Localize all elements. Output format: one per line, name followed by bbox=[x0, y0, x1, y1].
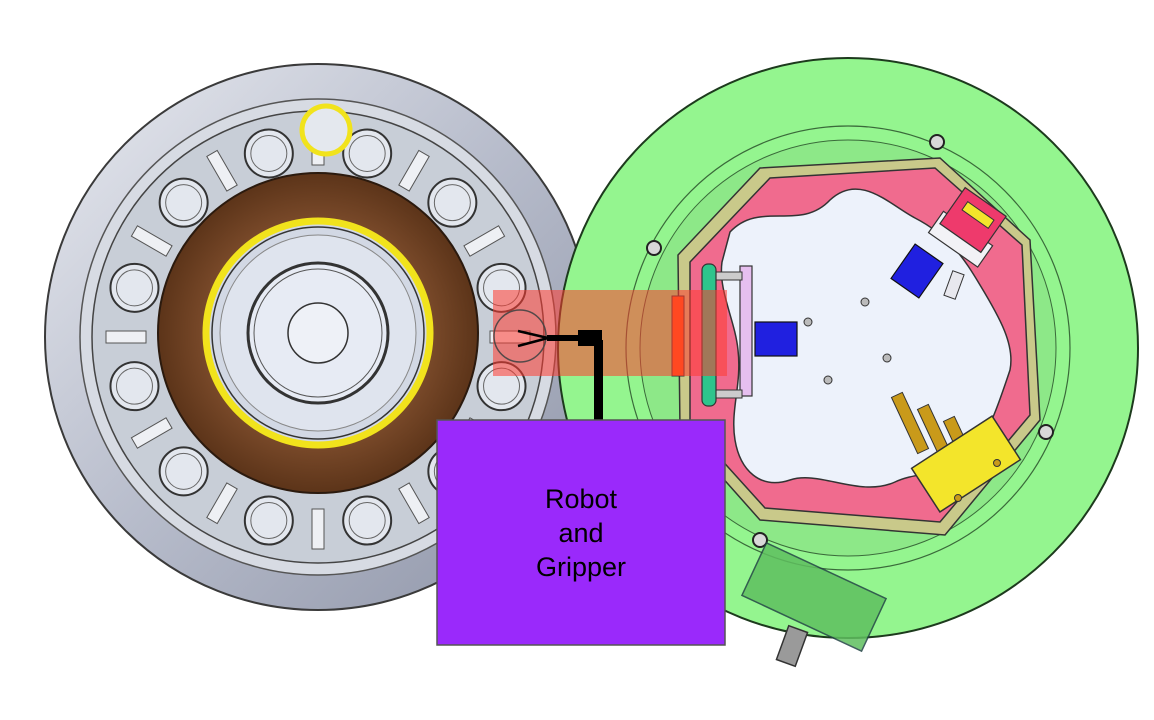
gripper-blue-block bbox=[754, 321, 798, 357]
ring-hole-inner bbox=[250, 502, 288, 540]
ring-slot bbox=[105, 330, 147, 344]
ring-hole bbox=[243, 495, 294, 546]
robot-gripper-tool bbox=[517, 329, 603, 438]
ring-hole-inner bbox=[348, 502, 386, 540]
pin bbox=[803, 317, 813, 327]
gripper-lilac-plate bbox=[739, 265, 753, 397]
ring-slot bbox=[206, 149, 238, 192]
pin bbox=[860, 297, 870, 307]
gripper-spring bbox=[713, 389, 743, 399]
ring-hole-inner bbox=[115, 367, 153, 405]
ring-hole-inner bbox=[165, 452, 203, 490]
ring-hole-inner bbox=[115, 269, 153, 307]
motor-shaft bbox=[775, 624, 809, 668]
robot-box bbox=[436, 419, 726, 646]
ring-hole-inner bbox=[433, 184, 471, 222]
top-station-yellow bbox=[961, 201, 995, 229]
bottom-station-yellow-block bbox=[910, 415, 1022, 513]
left-hub-center bbox=[287, 302, 349, 364]
screw bbox=[752, 532, 768, 548]
top-station-post bbox=[943, 270, 965, 300]
right-motor bbox=[740, 541, 888, 668]
ring-slot bbox=[130, 225, 173, 257]
ring-hole-inner bbox=[165, 184, 203, 222]
screw bbox=[1038, 424, 1054, 440]
ring-slot bbox=[311, 508, 325, 550]
right-pins bbox=[803, 297, 892, 385]
ring-hole bbox=[342, 495, 393, 546]
ring-hole bbox=[342, 128, 393, 179]
pin bbox=[882, 353, 892, 363]
ring-hole-inner bbox=[250, 134, 288, 172]
gripper-shaft bbox=[547, 335, 581, 341]
bottom-station-hole bbox=[954, 494, 962, 502]
ring-hole bbox=[109, 361, 160, 412]
pickup-hole bbox=[493, 309, 547, 363]
pin bbox=[823, 375, 833, 385]
ring-hole bbox=[158, 446, 209, 497]
right-top-station bbox=[890, 186, 1007, 300]
ring-slot bbox=[130, 417, 173, 449]
robot-arm bbox=[594, 340, 603, 438]
bottom-station-hole bbox=[993, 459, 1001, 467]
left-yellow-ring-edge bbox=[211, 226, 425, 440]
ring-slot bbox=[398, 149, 430, 192]
ring-hole bbox=[427, 177, 478, 228]
ring-hole-inner bbox=[348, 134, 386, 172]
right-bottom-station bbox=[890, 391, 1022, 513]
ring-hole bbox=[109, 262, 160, 313]
left-top-yellow-hole bbox=[299, 103, 353, 157]
top-station-pink bbox=[939, 186, 1007, 254]
top-station-blue-block bbox=[890, 243, 944, 299]
ring-slot bbox=[398, 482, 430, 525]
motor-body bbox=[740, 541, 888, 653]
gripper-spring bbox=[713, 271, 743, 281]
ring-slot bbox=[206, 482, 238, 525]
screw bbox=[929, 134, 945, 150]
bottom-station-pin bbox=[890, 391, 930, 455]
screw bbox=[646, 240, 662, 256]
ring-hole bbox=[243, 128, 294, 179]
right-screws bbox=[646, 134, 1054, 548]
left-hub-ring-inner bbox=[253, 268, 383, 398]
ring-slot bbox=[463, 225, 506, 257]
ring-hole bbox=[158, 177, 209, 228]
